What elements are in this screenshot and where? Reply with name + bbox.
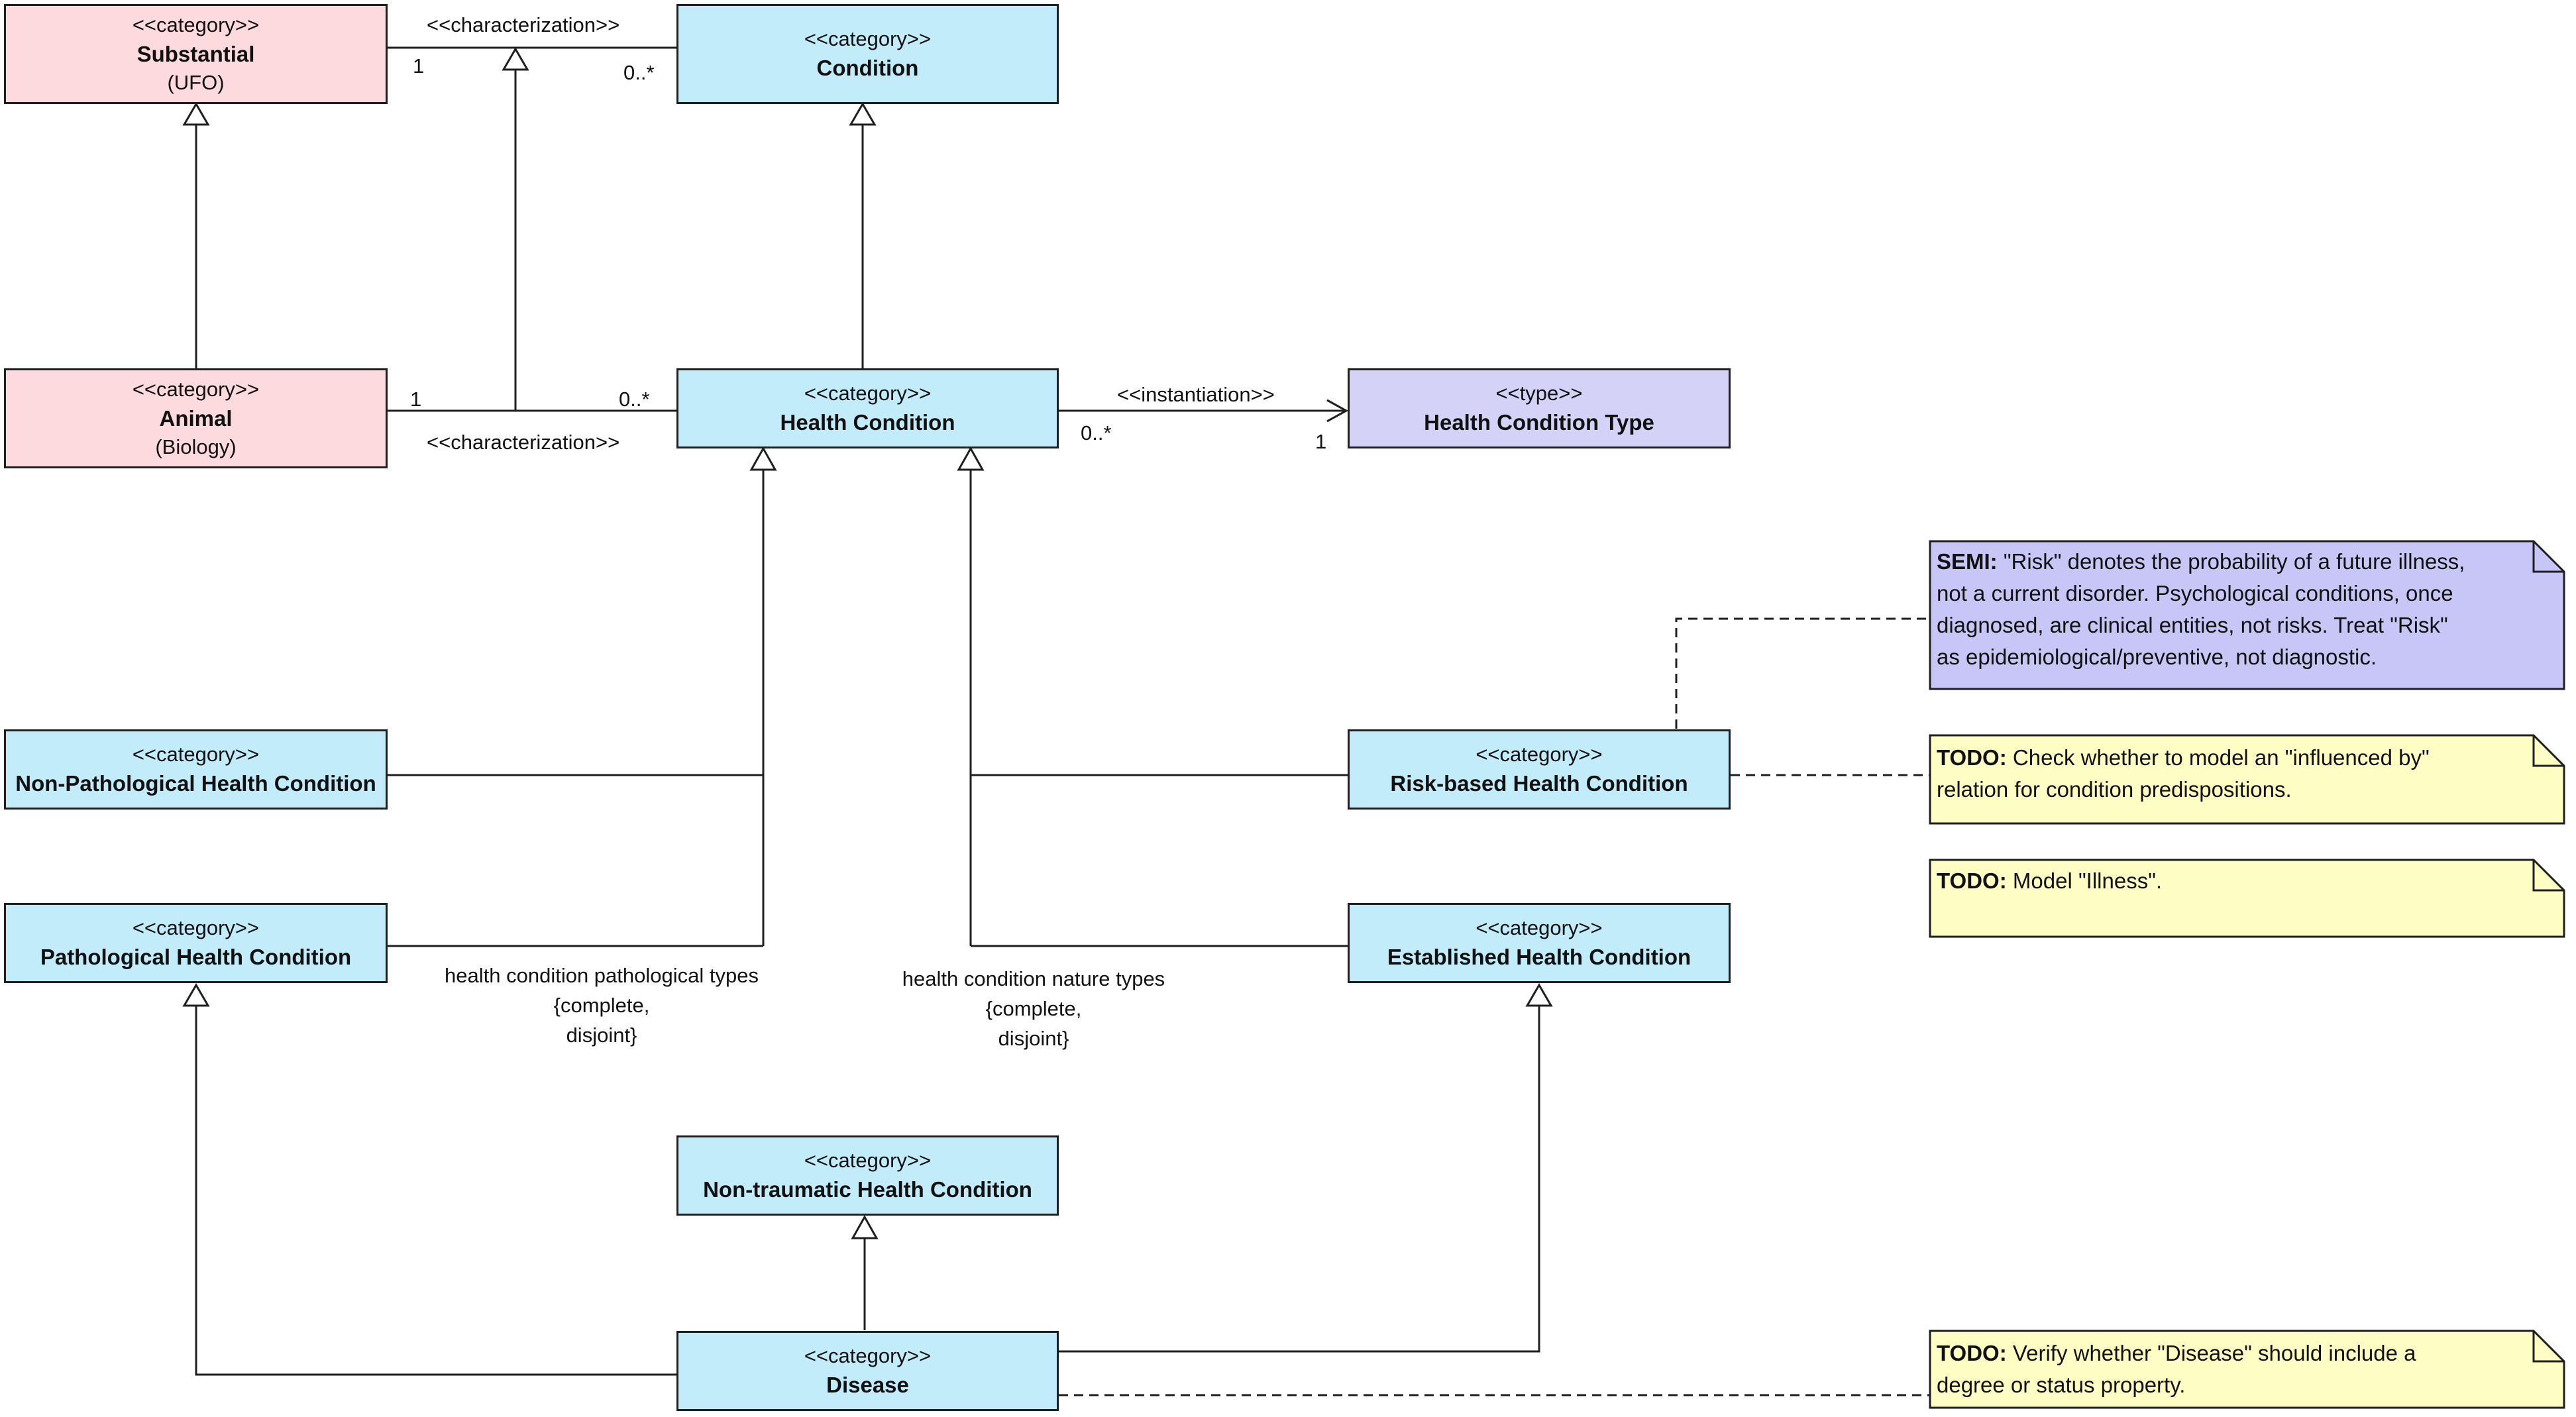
instantiation-arrowhead: [1326, 399, 1349, 423]
todo-influenced-note-fold: [2532, 735, 2564, 767]
note-tag: TODO:: [1937, 868, 2007, 893]
semi-note-fold: [2532, 541, 2564, 573]
class-non-pathological-health-condition[interactable]: <<category>> Non-Pathological Health Con…: [4, 729, 388, 810]
class-stereotype: <<category>>: [804, 27, 932, 50]
nature-set-arrow: [957, 446, 985, 471]
note-line-1: TODO: Model "Illness".: [1937, 865, 2533, 897]
class-name: Non-Pathological Health Condition: [15, 771, 376, 796]
nature-types-set-label: health condition nature types {complete,…: [861, 964, 1206, 1053]
todo-illness-note-shape: [1929, 859, 2565, 938]
class-stereotype: <<category>>: [804, 1344, 932, 1367]
class-name: Health Condition: [780, 410, 955, 435]
note-line-3: diagnosed, are clinical entities, not ri…: [1937, 613, 2448, 637]
note-tag: TODO:: [1937, 745, 2007, 770]
condition-generalization-arrow: [849, 102, 877, 126]
pathological-generalization-arrow: [182, 983, 210, 1007]
mid-characterization-source-multiplicity: 1: [410, 388, 422, 411]
class-name: Established Health Condition: [1387, 945, 1691, 969]
pathological-types-set-label: health condition pathological types {com…: [416, 961, 787, 1050]
note-line-2: relation for condition predispositions.: [1937, 777, 2292, 802]
class-name: Health Condition Type: [1424, 410, 1654, 435]
note-tag: SEMI:: [1937, 549, 1998, 574]
class-stereotype: <<category>>: [804, 382, 932, 405]
disease-to-pathological-line: [195, 1004, 676, 1376]
set-meta-disjoint: disjoint}: [998, 1027, 1069, 1050]
class-risk-based-health-condition[interactable]: <<category>> Risk-based Health Condition: [1348, 729, 1731, 810]
note-line-2: not a current disorder. Psychological co…: [1937, 581, 2453, 605]
note-line-1: TODO: Check whether to model an "influen…: [1937, 742, 2533, 774]
instantiation-source-multiplicity: 0..*: [1081, 421, 1112, 445]
pathological-set-arrow: [749, 446, 777, 471]
class-name: Pathological Health Condition: [40, 945, 352, 969]
top-characterization-source-multiplicity: 1: [413, 54, 425, 78]
class-stereotype: <<category>>: [804, 1149, 932, 1172]
class-animal[interactable]: <<category>> Animal (Biology): [4, 368, 388, 468]
class-non-traumatic-health-condition[interactable]: <<category>> Non-traumatic Health Condit…: [676, 1135, 1059, 1216]
class-name: Substantial: [136, 42, 255, 66]
note-line-2: degree or status property.: [1937, 1373, 2186, 1397]
todo-illness-note[interactable]: TODO: Model "Illness".: [1930, 865, 2540, 897]
class-stereotype: <<category>>: [132, 916, 260, 939]
class-substantial[interactable]: <<category>> Substantial (UFO): [4, 4, 388, 104]
class-name: Disease: [826, 1373, 909, 1397]
class-pathological-health-condition[interactable]: <<category>> Pathological Health Conditi…: [4, 903, 388, 983]
disease-to-established-line: [1059, 1004, 1540, 1353]
class-stereotype: <<category>>: [1476, 916, 1603, 939]
class-disease[interactable]: <<category>> Disease: [676, 1331, 1059, 1411]
semi-note-shape: [1929, 540, 2565, 690]
set-name: health condition nature types: [902, 967, 1165, 990]
class-health-condition[interactable]: <<category>> Health Condition: [676, 368, 1059, 448]
todo-influenced-note-shape: [1929, 734, 2565, 825]
mid-characterization-target-multiplicity: 0..*: [619, 388, 650, 411]
non-traumatic-generalization-arrow: [851, 1214, 879, 1239]
note-text-line: Model "Illness".: [2012, 868, 2163, 893]
class-name: Risk-based Health Condition: [1390, 771, 1688, 796]
note-tag: TODO:: [1937, 1341, 2007, 1365]
note-text-line: Verify whether "Disease" should include …: [2012, 1341, 2416, 1365]
instantiation-target-multiplicity: 1: [1315, 430, 1327, 453]
semi-note[interactable]: SEMI: "Risk" denotes the probability of …: [1930, 546, 2540, 673]
class-name: Non-traumatic Health Condition: [703, 1177, 1032, 1202]
set-meta-disjoint: disjoint}: [566, 1023, 637, 1047]
note-line-1: SEMI: "Risk" denotes the probability of …: [1937, 546, 2533, 578]
characterization-generalization-arrow: [502, 47, 529, 71]
class-qualifier: (UFO): [167, 71, 225, 94]
set-meta-complete: {complete,: [985, 997, 1082, 1020]
todo-disease-note-fold: [2532, 1331, 2564, 1363]
top-characterization-label: <<characterization>>: [427, 13, 620, 36]
class-name: Condition: [816, 56, 919, 80]
established-generalization-arrow: [1525, 983, 1553, 1007]
class-stereotype: <<type>>: [1495, 382, 1583, 405]
note-text-line: Check whether to model an "influenced by…: [2012, 745, 2430, 770]
substantial-generalization-arrow: [182, 102, 210, 126]
note-text-line: "Risk" denotes the probability of a futu…: [2003, 549, 2465, 574]
note-line-1: TODO: Verify whether "Disease" should in…: [1937, 1338, 2533, 1369]
todo-disease-note[interactable]: TODO: Verify whether "Disease" should in…: [1930, 1338, 2540, 1401]
class-stereotype: <<category>>: [132, 13, 260, 36]
top-characterization-target-multiplicity: 0..*: [623, 61, 655, 84]
semi-note-anchor: [1675, 617, 1930, 729]
todo-influenced-note[interactable]: TODO: Check whether to model an "influen…: [1930, 742, 2540, 806]
class-stereotype: <<category>>: [1476, 743, 1603, 766]
todo-illness-note-fold: [2532, 860, 2564, 892]
set-name: health condition pathological types: [445, 964, 759, 987]
class-name: Animal: [159, 406, 233, 431]
class-established-health-condition[interactable]: <<category>> Established Health Conditio…: [1348, 903, 1731, 983]
class-health-condition-type[interactable]: <<type>> Health Condition Type: [1348, 368, 1731, 448]
class-qualifier: (Biology): [155, 435, 237, 458]
class-condition[interactable]: <<category>> Condition: [676, 4, 1059, 104]
class-stereotype: <<category>>: [132, 378, 260, 401]
instantiation-label: <<instantiation>>: [1117, 383, 1275, 406]
class-stereotype: <<category>>: [132, 743, 260, 766]
note-line-4: as epidemiological/preventive, not diagn…: [1937, 645, 2377, 669]
mid-characterization-label: <<characterization>>: [427, 431, 620, 454]
set-meta-complete: {complete,: [553, 994, 650, 1017]
